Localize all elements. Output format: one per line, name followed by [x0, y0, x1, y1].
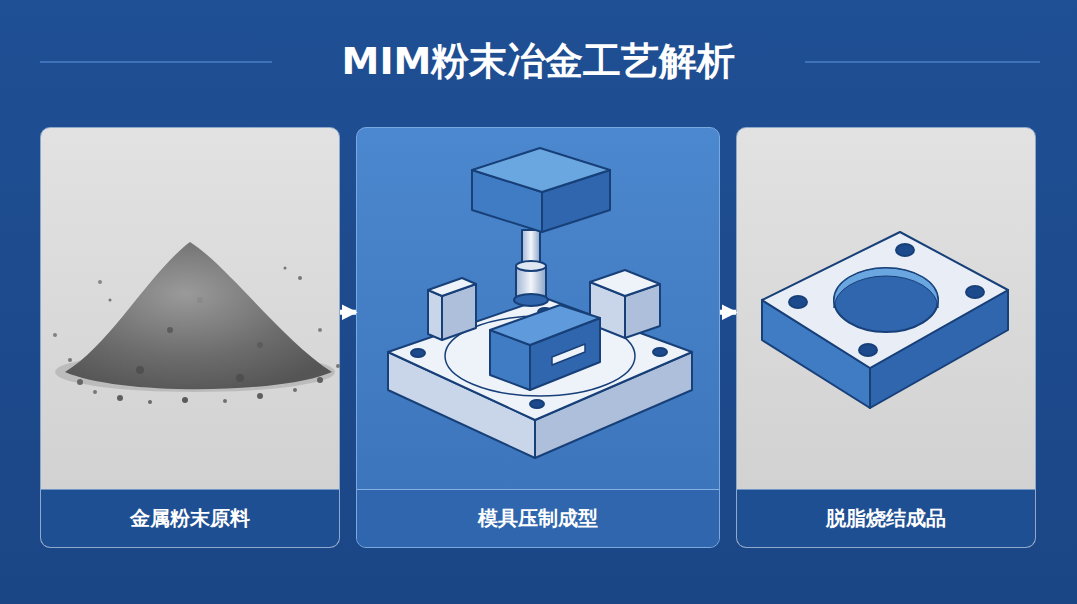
illustration-shape — [223, 399, 227, 403]
illustration-shape — [625, 284, 660, 338]
illustration-shape — [167, 327, 173, 333]
illustration-shape — [388, 352, 535, 458]
sintered-part — [762, 232, 1008, 408]
illustration-shape — [236, 374, 244, 382]
illustration-shape — [93, 390, 97, 394]
illustration-shape — [516, 266, 546, 300]
illustration-shape — [490, 330, 530, 390]
illustration-shape — [53, 333, 57, 337]
illustration-shape — [197, 297, 203, 303]
illustration-shape — [472, 148, 610, 192]
illustration-shape — [834, 268, 938, 332]
illustration-shape — [805, 61, 1040, 63]
illustration-shape — [472, 170, 542, 232]
illustration-shape — [538, 308, 552, 316]
illustration-shape — [762, 232, 1008, 368]
illustration-shape — [530, 400, 544, 408]
illustration-shape — [490, 305, 600, 345]
illustration-shape — [293, 388, 297, 392]
process-panel: 金属粉末原料 — [40, 127, 340, 548]
powder-pile — [53, 242, 340, 404]
illustration-shape — [522, 230, 540, 270]
illustration-shape — [428, 290, 442, 340]
illustration-shape — [136, 366, 144, 374]
flow-arrow — [720, 310, 736, 315]
illustration-shape — [411, 349, 425, 357]
illustration-shape — [870, 290, 1008, 408]
illustration-shape — [40, 61, 272, 63]
illustration-shape — [317, 377, 323, 383]
illustration-shape — [859, 344, 877, 356]
panel-label: 模具压制成型 — [357, 489, 719, 547]
illustration-shape — [182, 397, 188, 403]
illustration-shape — [552, 344, 585, 365]
illustration-shape — [966, 286, 984, 298]
illustration-shape — [117, 395, 123, 401]
illustration-shape — [762, 300, 870, 408]
illustration-shape — [98, 280, 102, 284]
illustration-shape — [77, 379, 83, 385]
illustration-shape — [284, 267, 287, 270]
illustration-shape — [428, 278, 476, 296]
illustration-shape — [789, 296, 807, 308]
illustration-shape — [55, 352, 335, 392]
illustration-shape — [318, 328, 322, 332]
panel-label: 脱脂烧结成品 — [737, 489, 1035, 547]
illustration-shape — [298, 276, 302, 280]
flow-arrow — [340, 310, 356, 315]
illustration-shape — [530, 318, 600, 390]
press-mold — [388, 148, 692, 458]
illustration-shape — [590, 270, 660, 296]
illustration-shape — [896, 244, 914, 256]
illustration-shape — [388, 298, 692, 420]
panel-label: 金属粉末原料 — [41, 489, 339, 547]
illustration-shape — [516, 261, 546, 271]
illustration-shape — [68, 358, 72, 362]
illustration-shape — [148, 400, 152, 404]
illustration-shape — [590, 282, 625, 338]
illustration-shape — [257, 342, 263, 348]
illustration-shape — [257, 393, 263, 399]
illustration-shape — [442, 284, 476, 340]
illustration-shape — [653, 348, 667, 356]
illustration-shape — [514, 294, 548, 306]
title-rule — [40, 62, 1040, 63]
illustration-shape — [535, 352, 692, 458]
illustration-shape — [65, 242, 332, 389]
process-panel: 脱脂烧结成品 — [736, 127, 1036, 548]
process-panel: 模具压制成型 — [356, 127, 720, 548]
illustration-shape — [445, 316, 635, 396]
diagram-title: MIM粉末冶金工艺解析 — [0, 36, 1077, 86]
illustration-shape — [834, 268, 938, 308]
illustration-shape — [109, 299, 112, 302]
illustration-shape — [336, 364, 340, 368]
illustration-shape — [542, 170, 610, 232]
